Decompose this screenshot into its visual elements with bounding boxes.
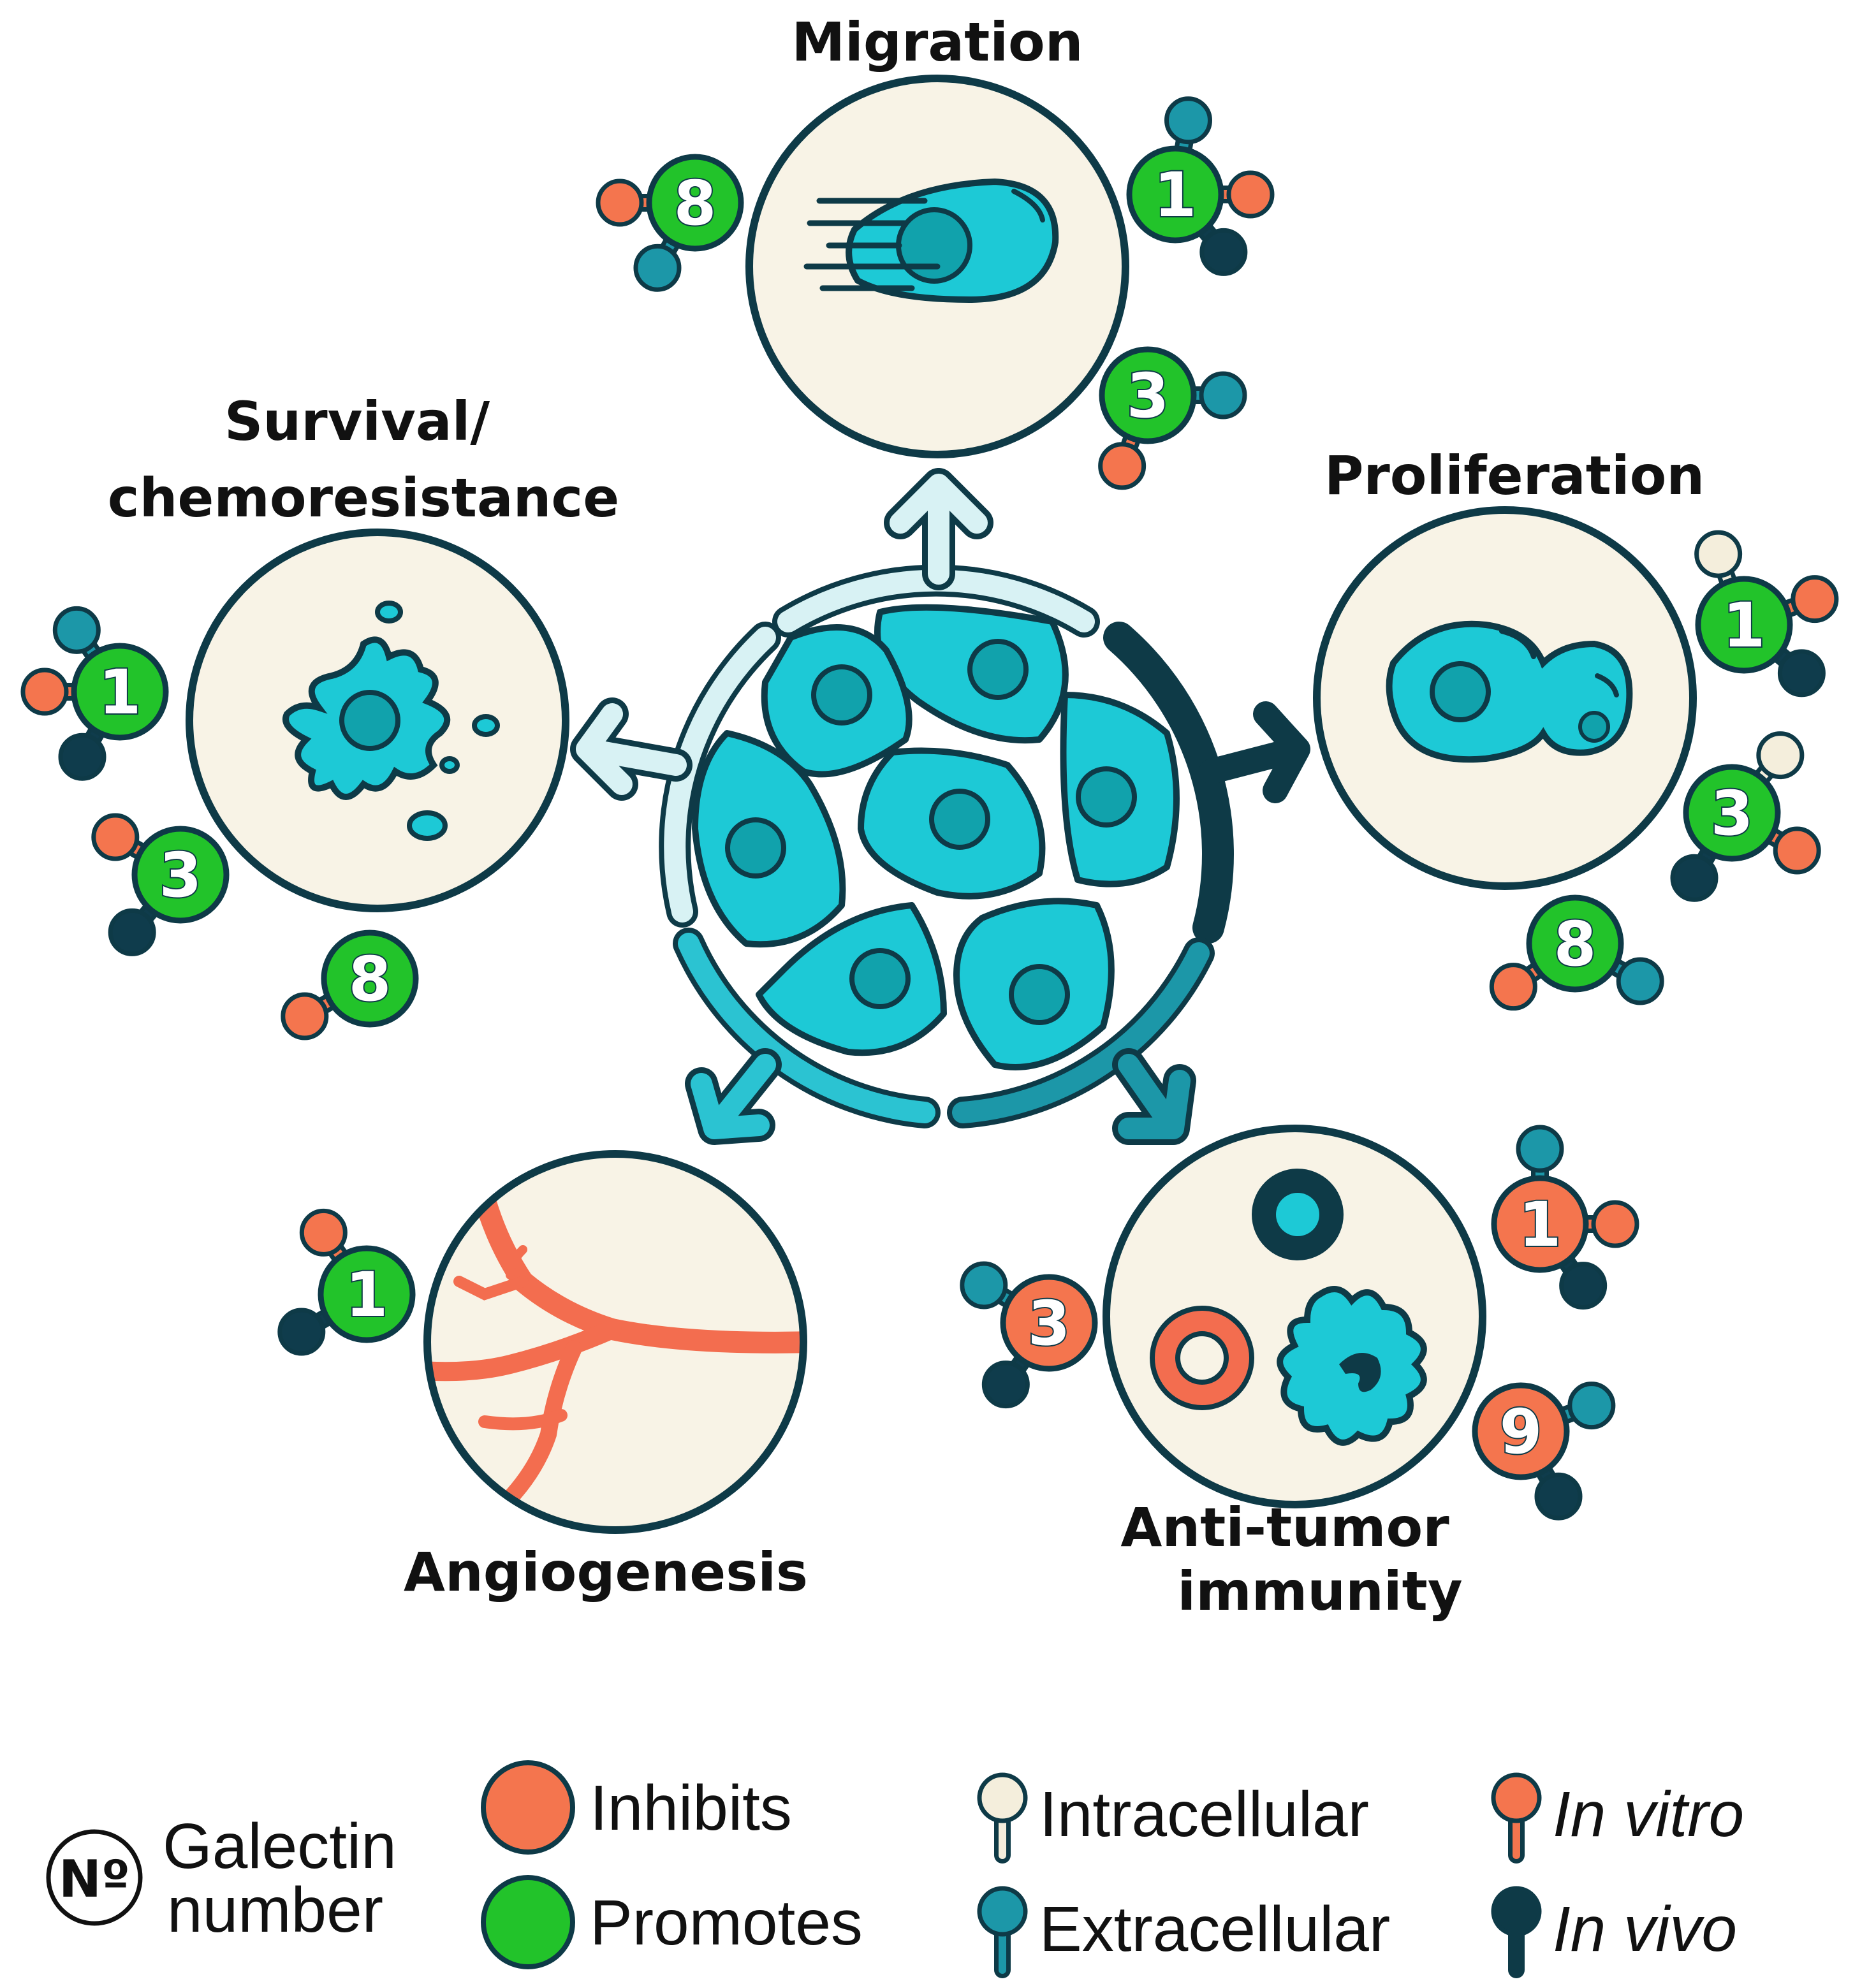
nucleus xyxy=(967,639,1029,700)
legend-in-vitro: In vitro xyxy=(1491,1772,1744,1864)
number-symbol: Nº xyxy=(59,1849,130,1909)
legend-intracellular: Intracellular xyxy=(977,1772,1369,1864)
nucleus xyxy=(1430,661,1491,722)
galectin-badge-migration-1: 1 xyxy=(1126,96,1275,276)
apoptotic-body xyxy=(375,601,403,624)
title-migration: Migration xyxy=(791,11,1083,73)
galectin-number: 1 xyxy=(1723,590,1766,661)
galectin-circle xyxy=(71,643,169,741)
legend-promotes: Promotes xyxy=(481,1875,863,1969)
title-proliferation: Proliferation xyxy=(1324,444,1704,507)
galectin-number: 9 xyxy=(1500,1396,1543,1468)
title-angiogenesis: Angiogenesis xyxy=(404,1541,808,1603)
nucleus xyxy=(339,690,400,751)
galectin-number: 1 xyxy=(1154,159,1197,231)
galectin-badge-migration-8: 8 xyxy=(596,154,744,292)
galectin-badge-proliferation-1: 1 xyxy=(1694,530,1839,697)
galectin-badge-angiogenesis-1: 1 xyxy=(277,1208,416,1356)
apoptotic-body xyxy=(439,756,460,774)
panel-angiogenesis xyxy=(423,1150,807,1534)
galectin-circle xyxy=(1472,1382,1570,1480)
title-survival-line2: chemoresistance xyxy=(108,467,619,529)
galectin-circle xyxy=(646,154,744,252)
galectin-number: 3 xyxy=(159,840,202,911)
galectin-badge-survival-8: 8 xyxy=(281,930,419,1040)
arrow-antitumor xyxy=(1112,1048,1196,1145)
galectin-badge-survival-3: 3 xyxy=(91,813,230,956)
nucleus xyxy=(1009,964,1070,1025)
nucleus xyxy=(1578,711,1610,743)
galectin-badge-antitumor-9: 9 xyxy=(1472,1382,1616,1521)
legend-in-vivo-label: In vivo xyxy=(1553,1893,1737,1965)
legend-extracellular: Extracellular xyxy=(977,1886,1390,1978)
arrow-migration xyxy=(884,468,993,590)
galectin-badge-antitumor-1: 1 xyxy=(1491,1125,1639,1310)
legend-promotes-label: Promotes xyxy=(590,1887,863,1958)
galectin-number: 1 xyxy=(1519,1189,1562,1260)
nucleus xyxy=(896,207,972,284)
galectin-badge-antitumor-3: 3 xyxy=(960,1261,1098,1409)
panel-survival xyxy=(186,529,569,912)
panel-antitumor xyxy=(1103,1125,1486,1508)
blood-vessels xyxy=(427,1188,803,1513)
galectin-circle xyxy=(1126,145,1224,244)
apoptotic-body xyxy=(407,810,448,841)
legend-extracellular-label: Extracellular xyxy=(1039,1893,1390,1965)
title-survival-line1: Survival/ xyxy=(224,390,490,453)
galectin-circle xyxy=(318,1245,416,1343)
galectin-circle xyxy=(321,930,419,1028)
tumor-cluster xyxy=(570,468,1310,1145)
motion-lines xyxy=(803,198,941,291)
galectin-badge-proliferation-8: 8 xyxy=(1489,894,1664,1011)
galectin-badge-migration-3: 3 xyxy=(1098,346,1247,490)
legend-galectin-line1: Galectin xyxy=(163,1811,397,1882)
title-antitumor-line2: immunity xyxy=(1177,1560,1462,1623)
galectin-number: 1 xyxy=(346,1259,388,1331)
nucleus xyxy=(849,948,911,1009)
galectin-number: 3 xyxy=(1127,360,1169,432)
galectin-number: 3 xyxy=(1711,778,1754,849)
galectin-number: 8 xyxy=(1554,908,1597,980)
galectin-number: 1 xyxy=(99,657,142,728)
galectin-badge-proliferation-3: 3 xyxy=(1670,731,1821,902)
apoptotic-body xyxy=(472,714,500,737)
galectin-circle xyxy=(1099,346,1197,444)
arrow-angiogenesis xyxy=(685,1048,782,1145)
nucleus xyxy=(725,817,786,879)
title-antitumor-line1: Anti-tumor xyxy=(1120,1496,1449,1559)
arrow-survival xyxy=(570,697,693,801)
legend-inhibits-label: Inhibits xyxy=(590,1772,792,1844)
legend: Nº Galectin number Inhibits Promotes Int… xyxy=(46,1760,1744,1978)
galectin-circle xyxy=(1683,764,1781,862)
galectin-number: 8 xyxy=(674,168,717,239)
galectin-circle xyxy=(1526,894,1624,993)
nucleus xyxy=(1076,766,1137,828)
arrow-proliferation xyxy=(1199,701,1310,803)
nucleus xyxy=(929,789,990,850)
galectin-badge-survival-1: 1 xyxy=(20,606,169,781)
legend-in-vivo: In vivo xyxy=(1491,1886,1737,1978)
galectin-circle xyxy=(1000,1274,1098,1372)
legend-galectin-line2: number xyxy=(167,1874,383,1946)
galectin-number: 8 xyxy=(349,944,392,1015)
galectin-circle xyxy=(1491,1175,1589,1273)
legend-inhibits: Inhibits xyxy=(481,1760,792,1855)
galectin-circle xyxy=(131,826,230,924)
galectin-number: 3 xyxy=(1028,1288,1071,1359)
panel-proliferation xyxy=(1313,506,1697,890)
galectin-circle xyxy=(1695,576,1793,674)
nucleus xyxy=(811,664,872,726)
legend-in-vitro-label: In vitro xyxy=(1553,1779,1744,1850)
legend-galectin-number: Nº Galectin number xyxy=(46,1811,397,1946)
panel-migration xyxy=(745,75,1129,458)
legend-intracellular-label: Intracellular xyxy=(1039,1779,1369,1850)
